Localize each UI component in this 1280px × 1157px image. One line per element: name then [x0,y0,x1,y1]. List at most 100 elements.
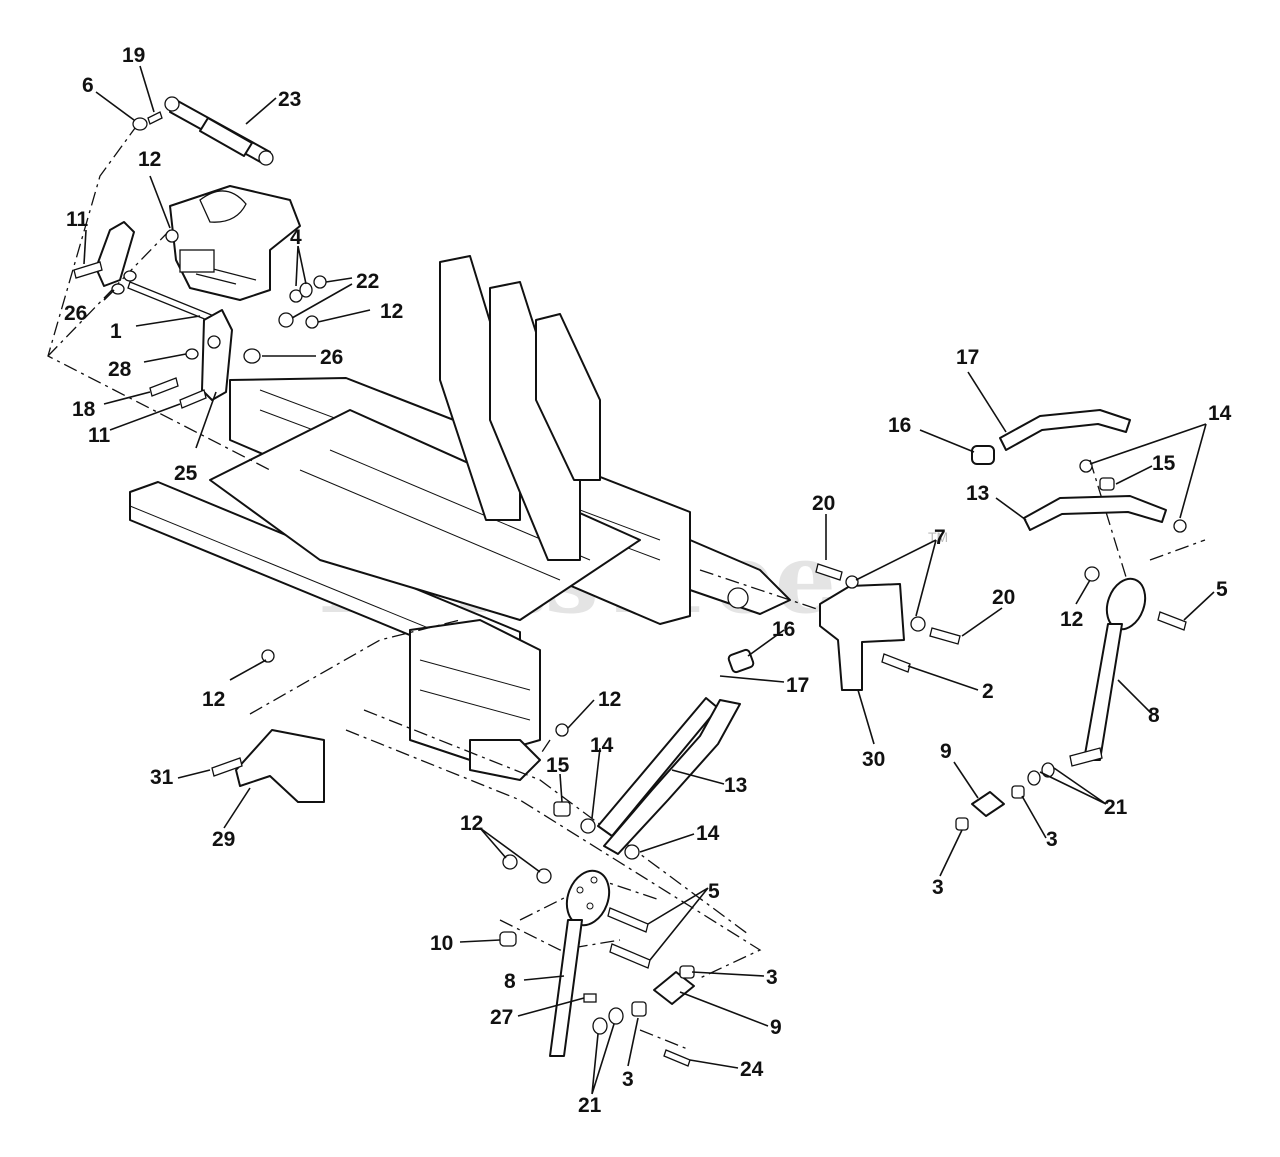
callout-9-b: 9 [770,1016,782,1039]
bolt-31 [211,757,243,777]
nut-12-center [555,723,569,737]
callout-2: 2 [982,680,994,703]
callout-29: 29 [212,828,235,851]
spacer-15-right [1099,477,1115,491]
callouts: 19 6 23 12 11 4 22 26 12 1 28 26 18 11 2… [64,44,1232,1117]
spacer-15-center [553,801,571,817]
callout-1: 1 [110,320,122,343]
callout-12-e: 12 [202,688,225,711]
bolt-20-b [929,627,961,645]
washer-26-b [243,348,261,364]
callout-23: 23 [278,88,301,111]
callout-12-b: 12 [380,300,403,323]
bolt-2 [881,653,911,673]
main-frame [129,255,791,781]
flange-9-center [653,971,695,1005]
callout-15-b: 15 [546,754,570,777]
bushings-3-right [955,785,1025,831]
callout-10: 10 [430,932,453,955]
callout-13-a: 13 [966,482,989,505]
bushing-3-top [679,965,695,979]
bolt-18 [149,377,179,397]
callout-3-c: 3 [766,966,778,989]
rod-13-right [1023,495,1167,531]
callout-20-b: 20 [992,586,1015,609]
callout-25: 25 [174,462,198,485]
bolt-19 [147,111,163,125]
bracket-29 [235,729,325,803]
callout-12-c: 12 [1060,608,1083,631]
callout-24: 24 [740,1058,764,1081]
callout-11-b: 11 [88,424,111,447]
nut-12-b [305,315,319,329]
callout-17-a: 17 [956,346,979,369]
callout-26-b: 26 [320,346,343,369]
callout-3-d: 3 [622,1068,634,1091]
callout-4: 4 [290,226,302,249]
callout-20-a: 20 [812,492,835,515]
bracket-left [95,221,135,287]
callout-17-b: 17 [786,674,809,697]
callout-16-a: 16 [888,414,911,437]
spacer-10 [499,931,517,947]
arm-25 [201,309,233,401]
leader-lines [83,65,1215,1095]
callout-14-c: 14 [696,822,720,845]
rod-17-right [999,409,1131,451]
nut-12-right [1084,566,1100,582]
callout-21-b: 21 [578,1094,602,1117]
callout-9-a: 9 [940,740,952,763]
callout-13-b: 13 [724,774,747,797]
washers-4 [289,282,313,303]
bushing-14-right [1079,459,1187,533]
flange-9-right [971,791,1005,817]
callout-28: 28 [108,358,132,381]
callout-16-b: 16 [772,618,795,641]
callout-6: 6 [82,74,94,97]
callout-22: 22 [356,270,379,293]
callout-19: 19 [122,44,145,67]
callout-12-f: 12 [460,812,483,835]
washer-6 [132,117,148,131]
bolt-11-a [73,261,103,279]
callout-31: 31 [150,766,174,789]
callout-8-b: 8 [504,970,516,993]
callout-18: 18 [72,398,96,421]
nut-7 [845,575,926,632]
grip-16-right [971,445,995,465]
nuts-22 [278,275,327,328]
rod-13-center [603,699,741,855]
bushings-14-center [580,818,640,860]
callout-5-b: 5 [708,880,720,903]
callout-8-a: 8 [1148,704,1160,727]
bracket-30 [819,583,905,691]
key-27 [583,993,597,1003]
bolts-5-center [607,907,651,969]
callout-27: 27 [490,1006,513,1029]
bolt-11-b [179,389,207,409]
callout-15-a: 15 [1152,452,1176,475]
callout-14-a: 14 [1208,402,1232,425]
bolt-24 [663,1049,691,1067]
bushings-12-center [502,854,552,884]
gas-spring-23 [164,96,274,166]
callout-5-a: 5 [1216,578,1228,601]
callout-7: 7 [934,526,946,549]
pedal-8-center [549,869,611,1057]
callout-26-a: 26 [64,302,87,325]
washers-21-right [1027,762,1055,786]
callout-3-a: 3 [1046,828,1058,851]
bolt-5-right [1157,611,1187,631]
nut-12-top [165,229,179,243]
washer-26-a [111,270,137,295]
callout-11-a: 11 [66,208,89,231]
washers-21-center [592,1007,624,1035]
rod-17-center [597,697,719,837]
nut-12-left [261,649,275,663]
callout-21-a: 21 [1104,796,1128,819]
bushing-3-center [631,1001,647,1017]
bolt-20-a [815,563,843,581]
callout-3-b: 3 [932,876,944,899]
callout-14-b: 14 [590,734,614,757]
